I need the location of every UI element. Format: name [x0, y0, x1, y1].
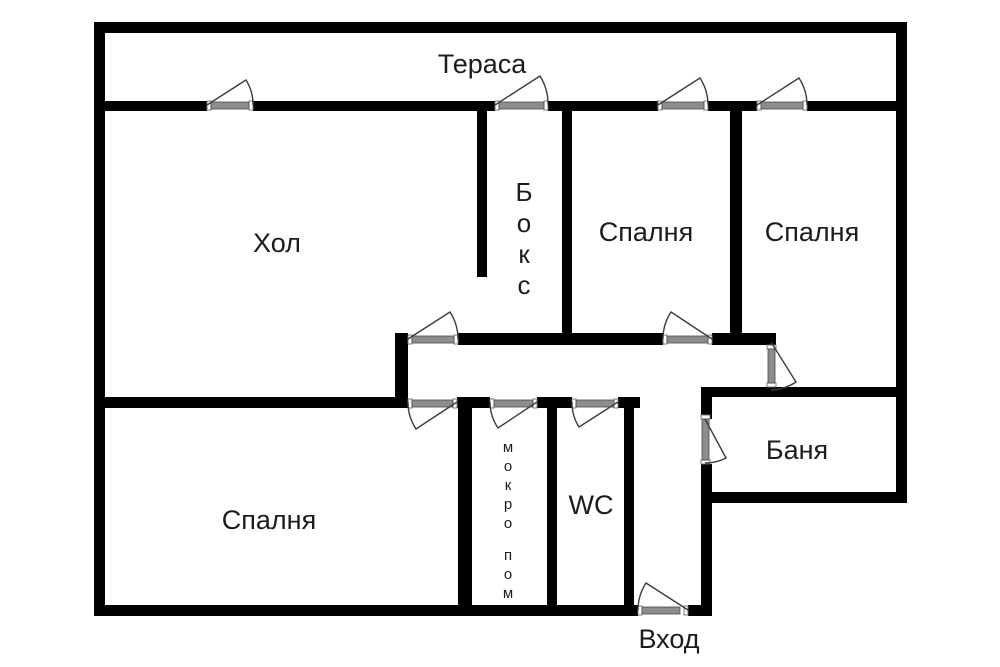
room-label-wc: WC: [569, 490, 614, 520]
door-leaf: [210, 101, 250, 110]
door-leaf: [411, 335, 455, 344]
door-entrance: [637, 582, 689, 616]
door-bedroom-right: [766, 341, 797, 391]
door-bedroom-bottom: [407, 398, 458, 430]
wall-entrance-corner: [688, 605, 712, 616]
room-label-vhod: Вход: [638, 624, 699, 654]
room-label-hol: Хол: [253, 228, 301, 258]
wall-banya-left-lower: [701, 464, 712, 616]
door-leaf: [641, 606, 681, 615]
wall-outer-top: [94, 22, 907, 33]
room-label-banya: Баня: [766, 435, 828, 465]
wall-outer-bottom: [94, 605, 638, 616]
door-mokro-pom: [489, 398, 538, 429]
wall-terrace-seg5: [807, 101, 907, 111]
door-swing-arc: [407, 401, 458, 430]
wall-middle-seg1: [105, 397, 395, 408]
room-label-bedroom-right: Спалня: [765, 217, 859, 247]
wall-boks-left: [477, 101, 487, 277]
outer-walls: [94, 22, 907, 616]
door-wc: [571, 398, 619, 428]
door-leaf: [575, 399, 615, 408]
wall-terrace-seg1: [94, 101, 207, 111]
door-terrace-bedroom-right: [756, 77, 808, 111]
wall-corridor-upper-seg1: [458, 333, 663, 345]
wall-banya-bottom: [701, 492, 907, 503]
wall-banya-left-upper: [701, 387, 712, 419]
door-leaf: [411, 399, 454, 408]
door-leaf: [493, 399, 534, 408]
door-jamb: [766, 382, 777, 388]
wall-corridor-west-stub: [395, 333, 408, 408]
wall-corridor-upper-seg2: [712, 333, 776, 345]
wall-boks-right: [562, 101, 572, 345]
door-swing-arc: [571, 401, 619, 428]
door-leaf: [498, 101, 545, 110]
wall-bedroom-mokro-divider: [458, 397, 472, 616]
door-leaf: [760, 101, 804, 110]
wall-terrace-seg3: [548, 101, 658, 111]
door-bedroom-middle: [662, 311, 713, 345]
door-swing-arc: [657, 77, 709, 106]
wall-top-bedrooms-divider: [730, 101, 742, 345]
door-banya: [700, 414, 727, 465]
door-terrace-boks: [494, 75, 549, 111]
door-swing-arc: [756, 77, 808, 106]
wall-middle-seg2: [457, 397, 490, 408]
door-terrace-bedroom-middle: [657, 77, 709, 111]
door-jamb: [700, 414, 711, 420]
door-swing-arc: [662, 311, 713, 340]
wall-banya-top: [701, 387, 896, 397]
wall-wc-hall-divider: [624, 397, 634, 616]
room-label-bedroom-middle: Спалня: [599, 217, 693, 247]
door-swing-arc: [770, 341, 797, 391]
door-leaf: [767, 348, 776, 384]
door-swing-arc: [637, 582, 689, 611]
room-label-bedroom-bottom: Спалня: [222, 505, 316, 535]
door-swing-arc: [489, 401, 538, 429]
door-terrace-hol: [206, 79, 254, 111]
door-jamb: [683, 605, 689, 616]
room-label-terasa: Тераса: [438, 49, 528, 79]
wall-outer-left: [94, 22, 105, 616]
interior-walls: [105, 101, 907, 616]
door-leaf: [666, 335, 709, 344]
door-swing-arc: [407, 311, 459, 340]
door-hol: [407, 311, 459, 345]
wall-mokro-wc-divider: [547, 397, 557, 616]
door-swing-arc: [704, 418, 727, 464]
door-swing-arc: [494, 75, 549, 106]
wall-terrace-seg2: [253, 101, 495, 111]
door-swing-arc: [206, 79, 254, 106]
door-leaf: [661, 101, 705, 110]
wall-outer-right: [896, 22, 907, 503]
doors: [206, 75, 808, 616]
